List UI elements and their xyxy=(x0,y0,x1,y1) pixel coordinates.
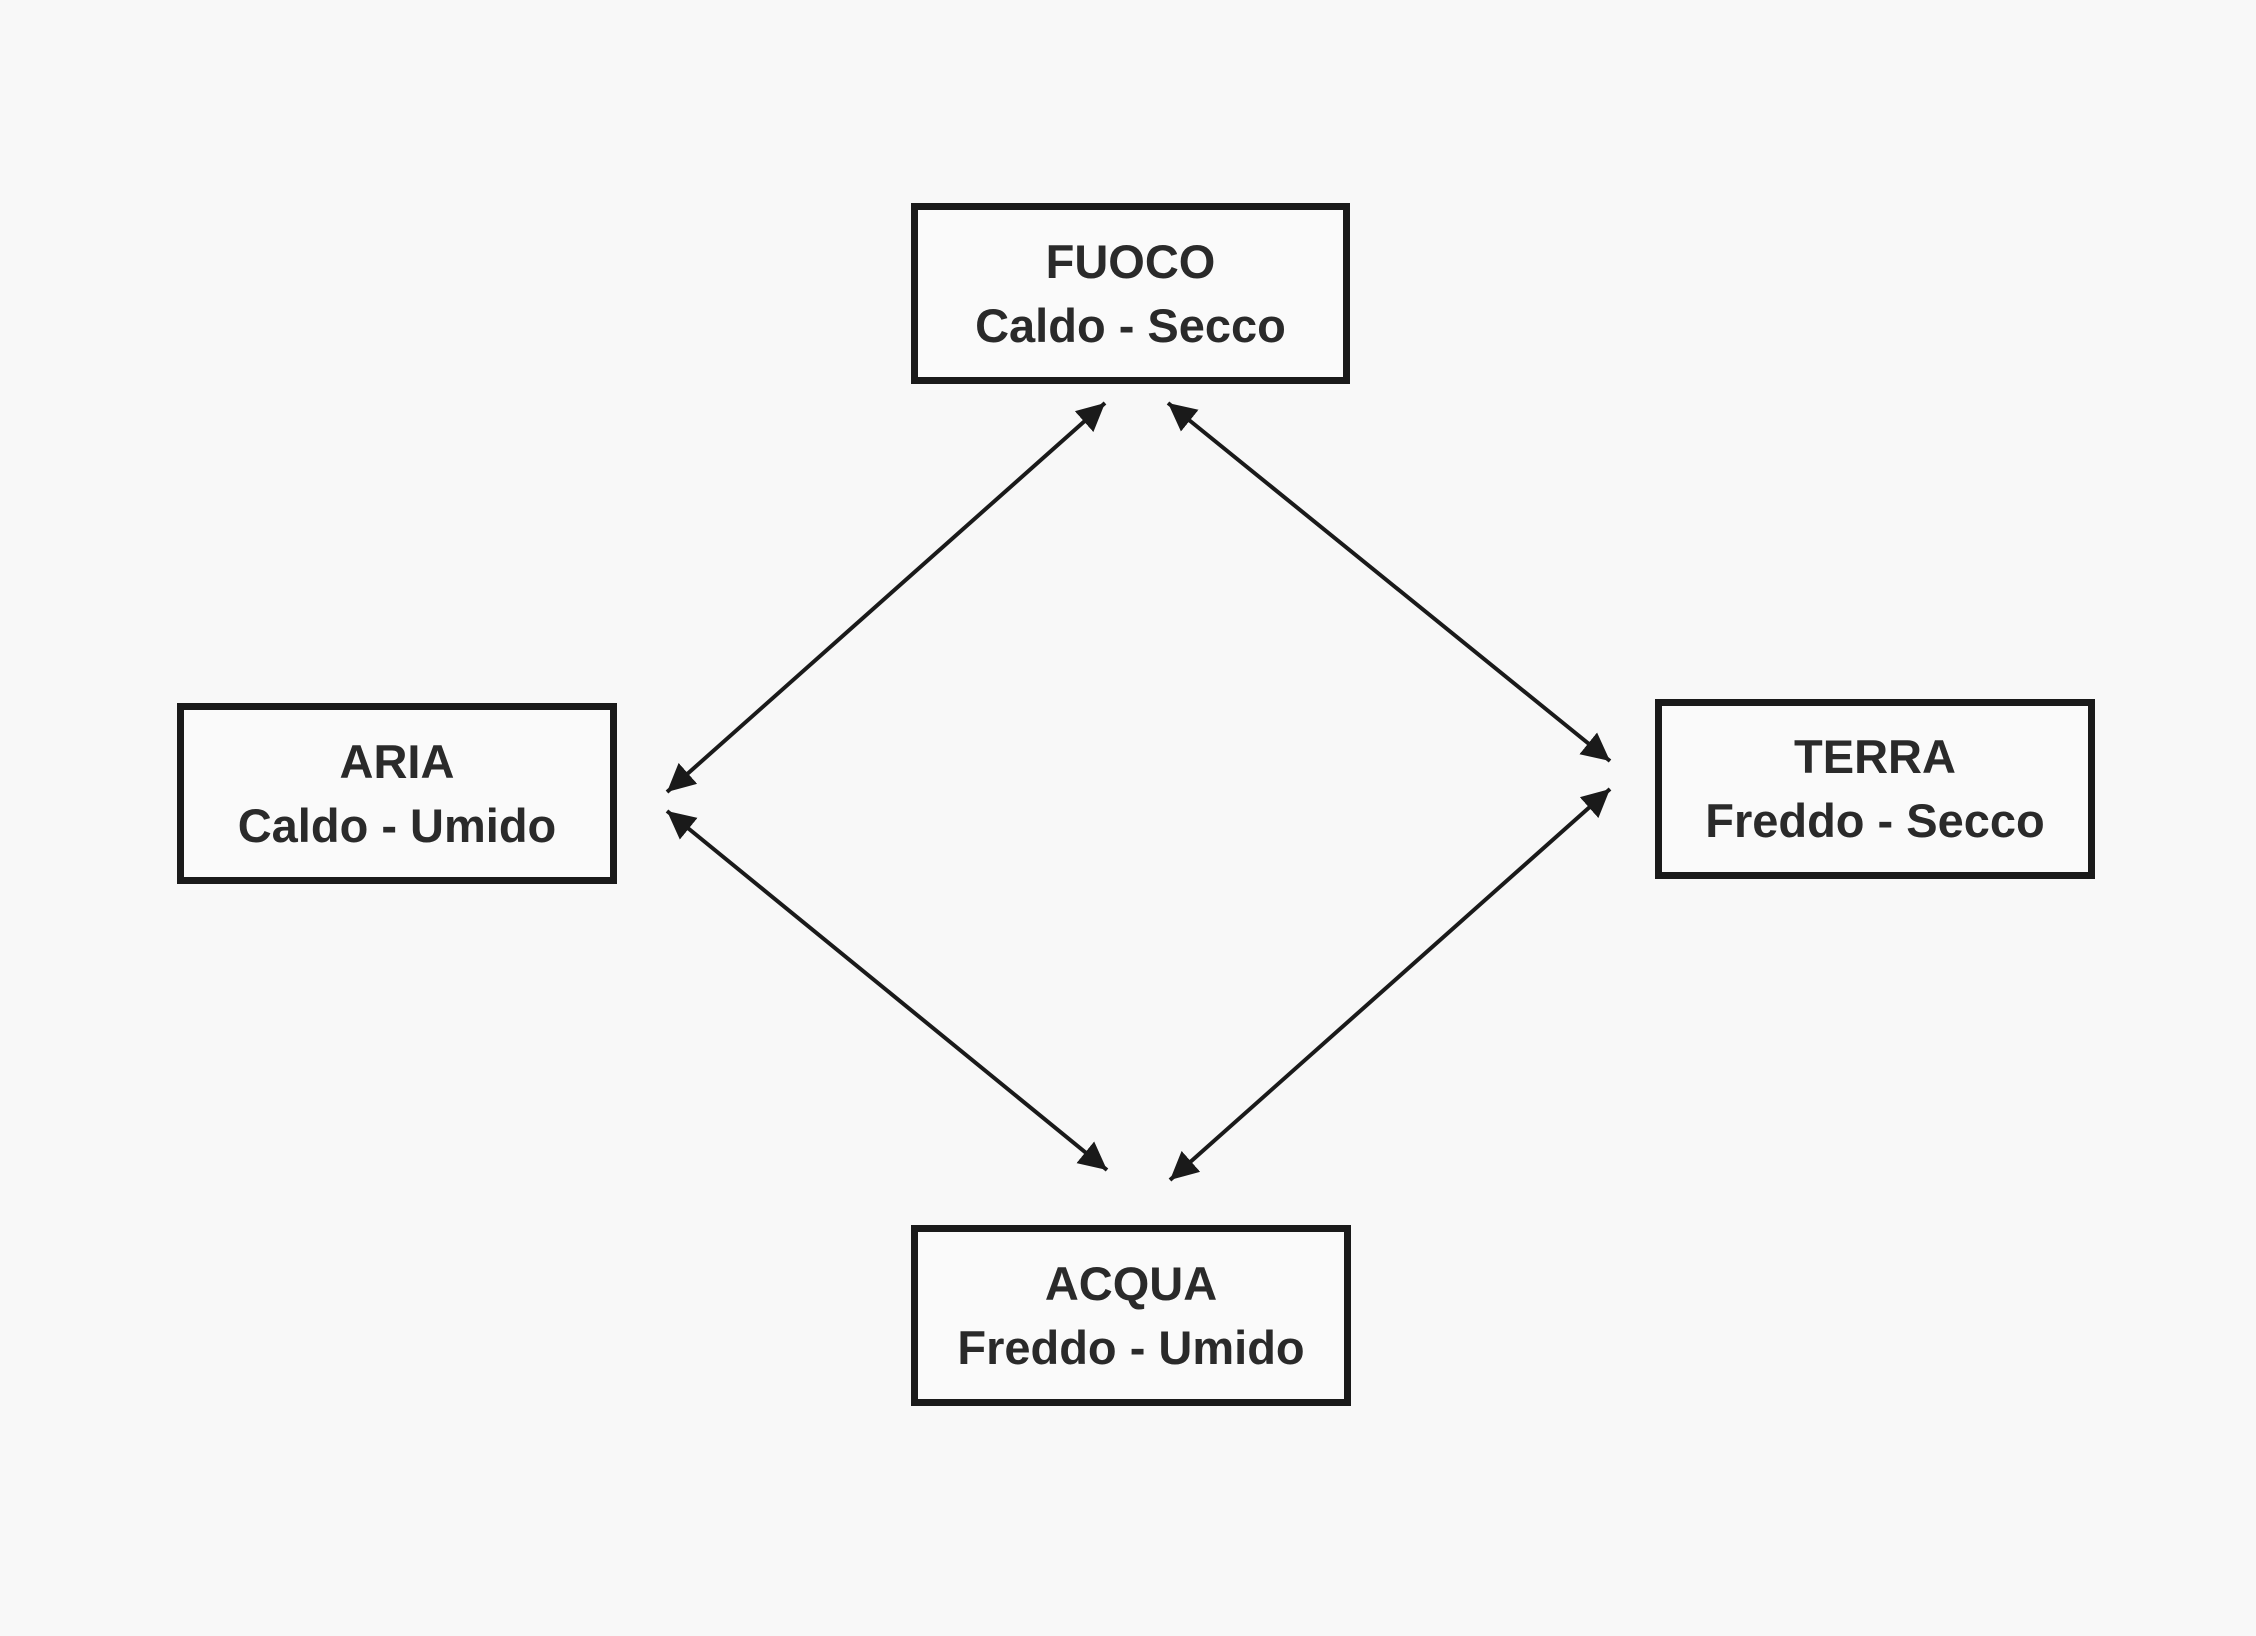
node-aria-qualities: Caldo - Umido xyxy=(237,798,557,852)
arrow-terra-acqua xyxy=(1168,787,1612,1182)
node-fuoco-name: FUOCO xyxy=(1045,234,1216,288)
arrow-fuoco-terra xyxy=(1166,401,1612,763)
node-terra-qualities: Freddo - Secco xyxy=(1705,794,2045,847)
node-acqua-qualities: Freddo - Umido xyxy=(957,1320,1305,1374)
arrow-aria-acqua xyxy=(665,809,1109,1172)
arrow-fuoco-aria xyxy=(665,401,1107,794)
node-aria: ARIA Caldo - Umido xyxy=(177,703,617,884)
node-terra: TERRA Freddo - Secco xyxy=(1655,699,2095,879)
node-fuoco: FUOCO Caldo - Secco xyxy=(911,203,1350,384)
node-fuoco-qualities: Caldo - Secco xyxy=(975,298,1286,352)
node-aria-name: ARIA xyxy=(339,734,455,788)
node-terra-name: TERRA xyxy=(1794,730,1956,783)
node-acqua-name: ACQUA xyxy=(1044,1256,1218,1310)
node-acqua: ACQUA Freddo - Umido xyxy=(911,1225,1351,1406)
